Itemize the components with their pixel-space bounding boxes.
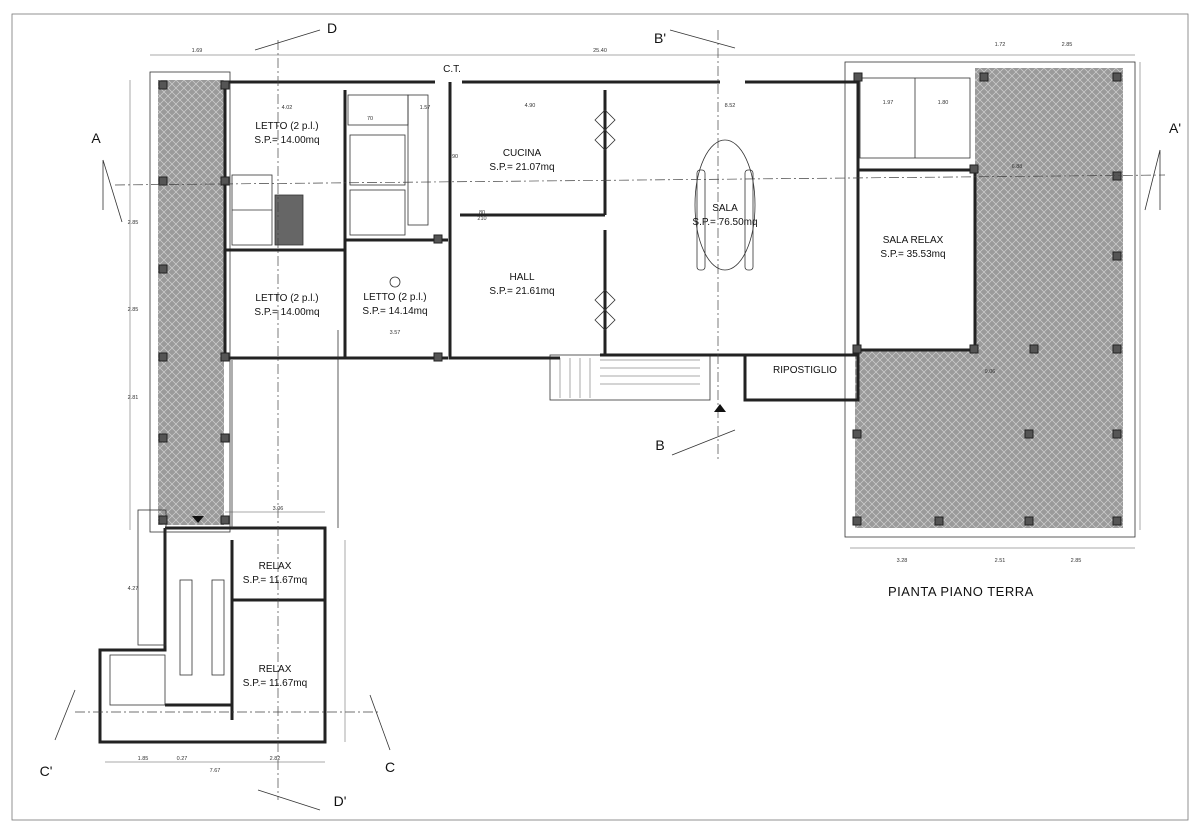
room-relax-1-area: S.P.= 11.67mq (243, 575, 307, 586)
dim-top-total: 25.40 (593, 48, 607, 54)
room-hall-area: S.P.= 21.61mq (489, 286, 554, 297)
dim-cucina-width: 4.90 (525, 103, 536, 109)
dimension-lines (105, 54, 1141, 763)
room-ripostiglio-name: RIPOSTIGLIO (773, 365, 837, 376)
room-letto-1-area: S.P.= 14.00mq (254, 135, 319, 146)
dim-annex-bottom: 7.67 (210, 768, 221, 774)
section-label-d: D (327, 20, 337, 36)
dim-right-bottom-a: 3.28 (897, 558, 908, 564)
dim-door-bath: 70 (367, 116, 373, 122)
dim-letto3-width: 3.57 (390, 330, 401, 336)
section-label-d-prime: D' (334, 793, 347, 809)
sheet-border (11, 13, 1189, 821)
room-letto-2-area: S.P.= 14.00mq (254, 307, 319, 318)
dim-door-hall: 80 (479, 210, 485, 216)
dim-left-b: 2.85 (128, 307, 139, 313)
dim-left-d: 4.27 (128, 586, 139, 592)
drawing-title: PIANTA PIANO TERRA (888, 584, 1034, 599)
section-label-group: A A' B B' C C' D D' (40, 20, 1181, 809)
section-label-a-prime: A' (1169, 120, 1181, 136)
room-sala-relax-area: S.P.= 35.53mq (880, 249, 945, 260)
room-sala-relax-name: SALA RELAX (883, 235, 944, 246)
right-terrace-bottom (855, 350, 980, 528)
dim-bath-a: 1.97 (883, 100, 894, 106)
dim-top-right-a: 1.72 (995, 42, 1006, 48)
dim-right-bottom-c: 2.85 (1071, 558, 1082, 564)
dim-top-left: 1.69 (192, 48, 203, 54)
left-terrace (158, 80, 224, 525)
room-hall-name: HALL (509, 272, 534, 283)
room-labels: LETTO (2 p.l.) S.P.= 14.00mq LETTO (2 p.… (243, 64, 946, 689)
room-letto-2-name: LETTO (2 p.l.) (255, 293, 318, 304)
dim-annex-b3: 2.82 (270, 756, 281, 762)
dimension-labels: 25.40 1.69 1.72 2.85 4.02 1.57 4.90 8.52… (128, 42, 1082, 774)
section-label-b-prime: B' (654, 30, 666, 46)
room-cucina-area: S.P.= 21.07mq (489, 162, 554, 173)
dim-sala-width: 8.52 (725, 103, 736, 109)
entrance-ramp (549, 354, 711, 401)
annex-entry-arrow-icon (192, 516, 204, 523)
dim-right-bottom-b: 2.51 (995, 558, 1006, 564)
dim-bath-b: 1.80 (938, 100, 949, 106)
room-sala-area: S.P.= 76.50mq (692, 217, 757, 228)
accessible-icon (389, 276, 401, 288)
columns (158, 72, 1122, 526)
dim-annex-top: 3.06 (273, 506, 284, 512)
section-label-c-prime: C' (40, 763, 53, 779)
room-ct-name: C.T. (443, 64, 461, 75)
right-terrace-strip (975, 68, 1123, 528)
dim-corridor: 1.57 (420, 105, 431, 111)
room-relax-2-area: S.P.= 11.67mq (243, 678, 307, 689)
annex-ramp (137, 509, 167, 646)
room-sala-name: SALA (712, 203, 738, 214)
dim-sala-relax-w: 6.88 (1012, 164, 1023, 170)
room-letto-3-name: LETTO (2 p.l.) (363, 292, 426, 303)
sala-islands (594, 109, 756, 331)
room-cucina-name: CUCINA (503, 148, 542, 159)
dim-left-c: 2.81 (128, 395, 139, 401)
dim-door-cucina: 90 (452, 154, 458, 160)
interior-partitions (231, 77, 971, 246)
room-letto-3-area: S.P.= 14.14mq (362, 306, 427, 317)
dim-left-a: 2.85 (128, 220, 139, 226)
room-relax-1-name: RELAX (259, 561, 292, 572)
entrance-steps (559, 358, 700, 398)
dim-letto-width: 4.02 (282, 105, 293, 111)
dim-annex-b2: 0.27 (177, 756, 188, 762)
left-terrace-outline (149, 71, 231, 533)
dim-door-hall-h: 210 (477, 216, 486, 222)
dim-top-right-b: 2.85 (1062, 42, 1073, 48)
section-label-a: A (91, 130, 101, 146)
section-label-b: B (655, 437, 664, 453)
section-label-c: C (385, 759, 395, 775)
right-terrace-outline (844, 61, 1136, 538)
room-letto-1-name: LETTO (2 p.l.) (255, 121, 318, 132)
section-lines (54, 29, 1166, 811)
main-entry-arrow-icon (714, 404, 726, 412)
annex-walls (98, 526, 327, 744)
room-relax-2-name: RELAX (259, 664, 292, 675)
main-walls (223, 80, 977, 402)
dim-terrace-w: 9.06 (985, 369, 996, 375)
dim-annex-b1: 1.85 (138, 756, 149, 762)
